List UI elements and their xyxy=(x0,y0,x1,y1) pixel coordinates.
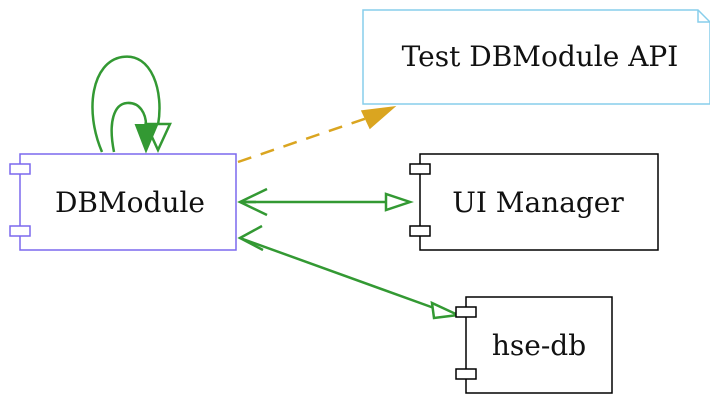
node-label-dbmodule: DBModule xyxy=(55,186,205,219)
note-fold-icon xyxy=(697,10,710,23)
component-port-icon xyxy=(409,225,431,237)
node-ui-manager[interactable]: UI Manager xyxy=(409,153,659,251)
edge-dbmodule-to-hse-db xyxy=(237,224,463,320)
node-label-note: Test DBModule API xyxy=(402,40,679,73)
edge-dbmodule-to-note xyxy=(237,105,397,164)
edge-dbmodule-self-inner xyxy=(110,101,159,154)
node-note-test-api[interactable]: Test DBModule API xyxy=(362,9,710,105)
component-port-icon xyxy=(409,163,431,175)
component-port-icon xyxy=(9,163,31,175)
component-port-icon xyxy=(455,368,477,380)
node-hse-db[interactable]: hse-db xyxy=(455,296,613,394)
component-port-icon xyxy=(455,306,477,318)
node-label-hse-db: hse-db xyxy=(492,329,586,362)
component-port-icon xyxy=(9,225,31,237)
node-label-ui-manager: UI Manager xyxy=(452,186,624,219)
node-dbmodule[interactable]: DBModule xyxy=(9,153,237,251)
edge-dbmodule-to-ui-manager xyxy=(237,187,414,217)
